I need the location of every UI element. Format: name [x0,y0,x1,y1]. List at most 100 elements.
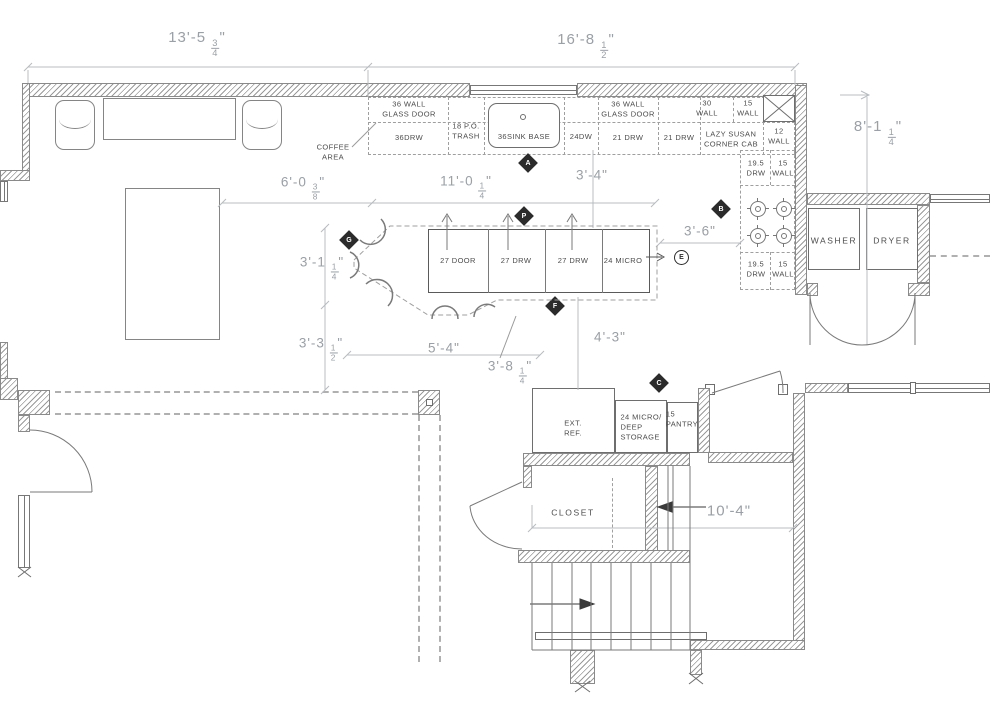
burner-dot [781,233,787,239]
cab-divider [448,97,449,155]
ceiling-dash-vert-right [439,415,441,662]
marker-a: A [518,153,538,173]
cab-divider [598,97,599,155]
washer-label: WASHER [810,235,858,246]
dim-hall: 10'-4" [706,502,752,520]
marker-c: C [649,373,669,393]
coffee-area-label: COFFEE AREA [316,142,350,161]
wall-top-left [22,83,470,97]
dim-island-left: 5'-4" [428,340,460,356]
pier-right-room [690,650,702,675]
ceiling-dash-vert-left [418,415,420,662]
header-dash-right [930,255,990,257]
dim-aisle-wall: 3'-4" [576,167,608,183]
pantry-label: 15 PANTRY [665,409,699,428]
island-cell-label: 27 DRW [500,256,532,266]
corner-cab-x-box [763,95,795,122]
wall-closet-right [645,466,658,558]
cab-label: 24DW [569,132,593,142]
cab-label: 30 WALL [696,98,718,117]
stair-arrow [530,598,596,610]
door-jamb-right [778,384,788,395]
dryer-label: DRYER [873,235,911,246]
cab-label: 15 WALL [772,158,794,177]
burner-dot [755,233,761,239]
cab-divider [484,97,485,155]
window-laundry-top [930,194,990,203]
marker-g: G [339,230,359,250]
corridor-arrow [656,501,706,513]
ceiling-dash-lower [55,413,418,415]
chair-cushion-line [59,110,91,129]
closet-rod-dash [612,478,613,548]
washer [808,208,860,270]
dim-island-counter: 3'-6" [684,223,716,239]
wall-left-upper [22,83,30,173]
window-left-lower [18,495,30,568]
marker-letter: A [525,159,531,167]
wall-kitchen-right [795,85,807,295]
sink [488,103,560,148]
wall-closet-left [523,466,532,488]
wall-door-post [18,415,30,432]
wall-left-jog [0,170,30,181]
micro-storage-box [615,400,667,453]
cooktop-burner [773,225,795,247]
armchair-right [242,100,282,150]
cab-label: 21 DRW [612,133,644,143]
wall-right-room-top [708,452,793,463]
cooktop-burner [747,225,769,247]
marker-letter: P [521,212,527,220]
wall-left-stub [18,390,50,415]
marker-e: E [674,250,689,265]
island-cell-label: 27 DRW [557,256,589,266]
window-mullion [910,382,916,394]
marker-p: P [514,206,534,226]
cabinet-run-right-outline [740,150,795,290]
ext-ref-box [532,388,615,453]
cab-divider [740,252,795,253]
cab-divider [770,252,771,290]
cab-label: 21 DRW [663,133,695,143]
dryer [866,208,918,270]
marker-f: F [545,296,565,316]
marker-letter: G [346,236,352,244]
wall-left-lower [0,342,8,380]
marker-letter: B [718,205,724,213]
cab-label: 36 WALL GLASS DOOR [382,99,436,118]
marker-b: B [711,199,731,219]
cab-label: 36 WALL GLASS DOOR [601,99,655,118]
dim-island-south: 4'-3" [594,329,626,345]
break-marks [17,566,704,693]
cab-divider [740,185,795,186]
wall-closet-bottom [518,550,690,563]
stair-handrail [535,632,707,640]
window-over-sink [470,85,577,95]
entry-door-left [29,429,93,493]
wall-window-right-seg [805,383,848,393]
marker-letter: C [656,379,662,387]
island-cell-label: 24 MICRO [603,256,643,266]
ceiling-dash-upper [55,391,418,393]
wall-below-appliances [523,453,690,466]
chair-cushion-line [246,110,278,129]
dining-table [125,188,220,340]
cab-label: 18 P.O. TRASH [452,121,480,140]
wall-pantry-right [698,388,710,453]
hall-door [711,370,784,394]
wall-laundry-door-stub-left [807,283,818,296]
island-divider [545,229,546,293]
cab-divider [733,97,734,122]
wall-cab-depth-line [368,122,795,123]
cab-label: 12 WALL [768,126,790,145]
marker-letter: E [679,254,684,261]
sofa-table [103,98,236,140]
faucet [520,114,526,120]
